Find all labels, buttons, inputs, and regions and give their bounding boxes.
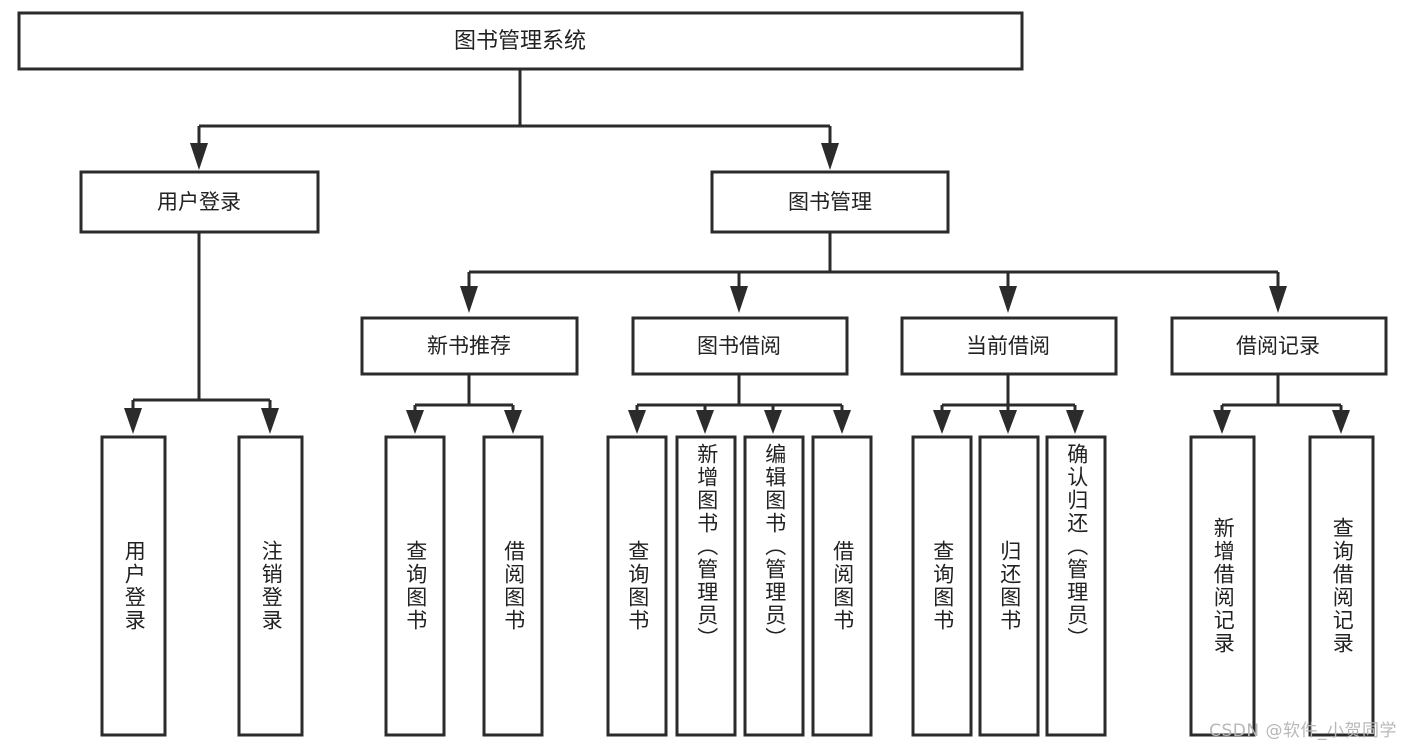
leaf-box-current-query[interactable] xyxy=(911,435,973,737)
node-new-book-recommend[interactable]: 新书推荐 xyxy=(360,316,579,376)
leaf-box-record-query[interactable] xyxy=(1308,435,1375,737)
leaf-box-recommend-borrow[interactable] xyxy=(482,435,544,737)
node-current-borrow-label: 当前借阅 xyxy=(966,334,1050,358)
node-current-borrow[interactable]: 当前借阅 xyxy=(900,316,1118,376)
node-new-book-recommend-label: 新书推荐 xyxy=(427,334,511,358)
leaf-box-borrow-query[interactable] xyxy=(606,435,668,737)
node-user-login[interactable]: 用户登录 xyxy=(79,170,320,234)
leaf-box-recommend-query[interactable] xyxy=(384,435,446,737)
leaf-box-user-login-login[interactable] xyxy=(100,435,167,737)
connector-newbook-to-leaves xyxy=(406,374,522,434)
leaf-box-current-return[interactable] xyxy=(978,435,1040,737)
leaf-box-record-add[interactable] xyxy=(1189,435,1256,737)
connector-bookmgmt-to-level3 xyxy=(460,232,1287,313)
leaf-boxes xyxy=(100,435,1375,737)
node-book-borrow[interactable]: 图书借阅 xyxy=(631,316,849,376)
node-book-borrow-label: 图书借阅 xyxy=(697,334,781,358)
node-book-management-label: 图书管理 xyxy=(788,190,872,214)
leaf-box-borrow-edit[interactable] xyxy=(743,435,805,737)
node-user-login-label: 用户登录 xyxy=(157,190,241,214)
csdn-watermark: CSDN @软件_小贺同学 xyxy=(1209,721,1397,741)
node-borrow-record[interactable]: 借阅记录 xyxy=(1170,316,1388,376)
connector-borrowrecord-to-leaves xyxy=(1213,374,1350,434)
node-root[interactable]: 图书管理系统 xyxy=(17,11,1024,71)
connector-bookborrow-to-leaves xyxy=(628,374,851,434)
leaf-box-user-login-logout[interactable] xyxy=(237,435,304,737)
leaf-box-borrow-lend[interactable] xyxy=(811,435,873,737)
node-borrow-record-label: 借阅记录 xyxy=(1236,334,1320,358)
node-book-management[interactable]: 图书管理 xyxy=(710,170,950,234)
connector-currentborrow-to-leaves xyxy=(933,374,1084,434)
leaf-box-current-confirm[interactable] xyxy=(1045,435,1107,737)
connector-userlogin-to-leaves xyxy=(124,232,279,434)
connector-root-to-level2 xyxy=(190,69,839,170)
leaf-box-borrow-add[interactable] xyxy=(675,435,737,737)
node-root-label: 图书管理系统 xyxy=(454,29,586,54)
